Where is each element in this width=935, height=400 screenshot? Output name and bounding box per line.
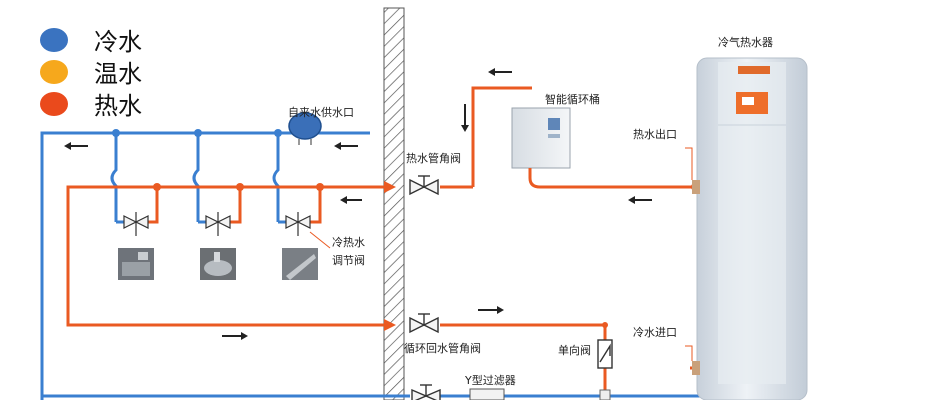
hot-wall-entry-marker bbox=[384, 181, 396, 193]
label-y-filter: Y型过滤器 bbox=[465, 374, 516, 387]
cold-inlet-leader bbox=[685, 345, 693, 361]
label-tap-water-inlet: 自来水供水口 bbox=[288, 106, 354, 119]
y-filter-body bbox=[469, 388, 505, 400]
label-heater-title: 冷气热水器 bbox=[718, 36, 773, 49]
arrow-right-return-right bbox=[478, 306, 504, 314]
legend-item-hot: 热水 bbox=[40, 86, 142, 121]
cold-junction-dots bbox=[112, 129, 282, 137]
legend-label-warm: 温水 bbox=[94, 60, 142, 88]
arrow-left-heater-outlet bbox=[628, 196, 652, 204]
hot-water-swatch bbox=[40, 91, 68, 116]
arrow-down-pump-riser bbox=[461, 104, 469, 132]
arrow-left-hot-main bbox=[340, 196, 362, 204]
circulation-return-valve bbox=[409, 313, 439, 334]
mixing-valve-1 bbox=[123, 212, 149, 236]
arrow-left-cold-main-left bbox=[64, 142, 88, 150]
label-hot-water-outlet: 热水出口 bbox=[633, 128, 677, 141]
mixing-valve-2 bbox=[205, 212, 231, 236]
arrow-left-cold-main-right bbox=[334, 142, 358, 150]
water-heater bbox=[692, 57, 808, 400]
label-mixing-valve-line2: 调节阀 bbox=[332, 254, 365, 267]
mixing-valve-3 bbox=[285, 212, 311, 236]
fixture-basin-2 bbox=[200, 248, 236, 280]
legend-item-cold: 冷水 bbox=[40, 22, 142, 57]
label-hot-water-angle-valve: 热水管角阀 bbox=[406, 152, 461, 165]
cold-water-swatch bbox=[40, 27, 68, 52]
fixture-shower-1 bbox=[118, 248, 154, 280]
arrow-right-return-left bbox=[222, 332, 248, 340]
mixing-valve-leader bbox=[309, 231, 331, 249]
legend-label-hot: 热水 bbox=[94, 92, 142, 120]
return-wall-entry-marker bbox=[384, 319, 396, 331]
hot-outlet-leader bbox=[685, 147, 693, 180]
check-valve-fitting bbox=[599, 389, 611, 400]
legend-label-cold: 冷水 bbox=[94, 28, 142, 56]
fixture-sink-3 bbox=[282, 248, 318, 280]
wall bbox=[383, 7, 405, 400]
hot-water-angle-valve bbox=[409, 175, 439, 196]
legend-item-warm: 温水 bbox=[40, 54, 142, 89]
label-mixing-valve-line1: 冷热水 bbox=[332, 236, 365, 249]
smart-circulation-pump bbox=[511, 107, 571, 189]
label-circulation-return-valve: 循环回水管角阀 bbox=[404, 342, 481, 355]
check-valve bbox=[597, 339, 613, 369]
water-meter bbox=[288, 112, 322, 145]
flow-arrows bbox=[64, 68, 652, 340]
label-cold-water-inlet: 冷水进口 bbox=[633, 326, 677, 339]
cold-inlet-valve bbox=[411, 384, 441, 400]
label-smart-circulation-pump: 智能循环桶 bbox=[545, 93, 600, 106]
warm-water-swatch bbox=[40, 59, 68, 84]
arrow-left-pump-top bbox=[488, 68, 512, 76]
label-check-valve: 单向阀 bbox=[558, 344, 591, 357]
